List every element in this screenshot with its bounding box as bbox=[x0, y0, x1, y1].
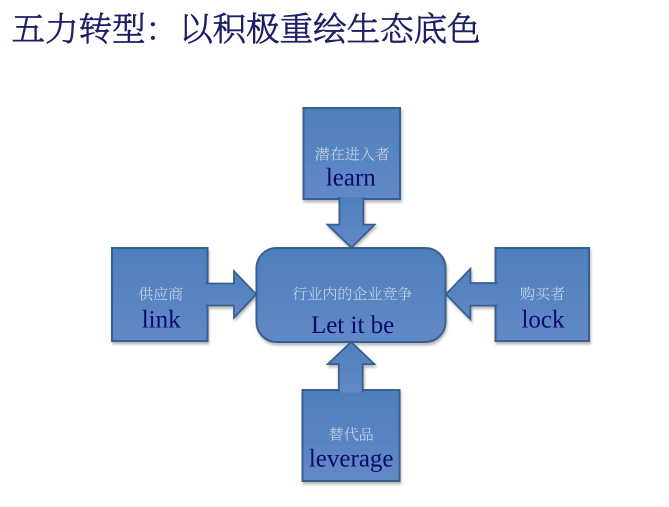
svg-text:leverage: leverage bbox=[309, 445, 394, 472]
svg-text:learn: learn bbox=[326, 165, 376, 192]
svg-text:link: link bbox=[142, 307, 181, 334]
svg-text:Let it be: Let it be bbox=[311, 312, 394, 339]
svg-text:lock: lock bbox=[521, 307, 565, 334]
